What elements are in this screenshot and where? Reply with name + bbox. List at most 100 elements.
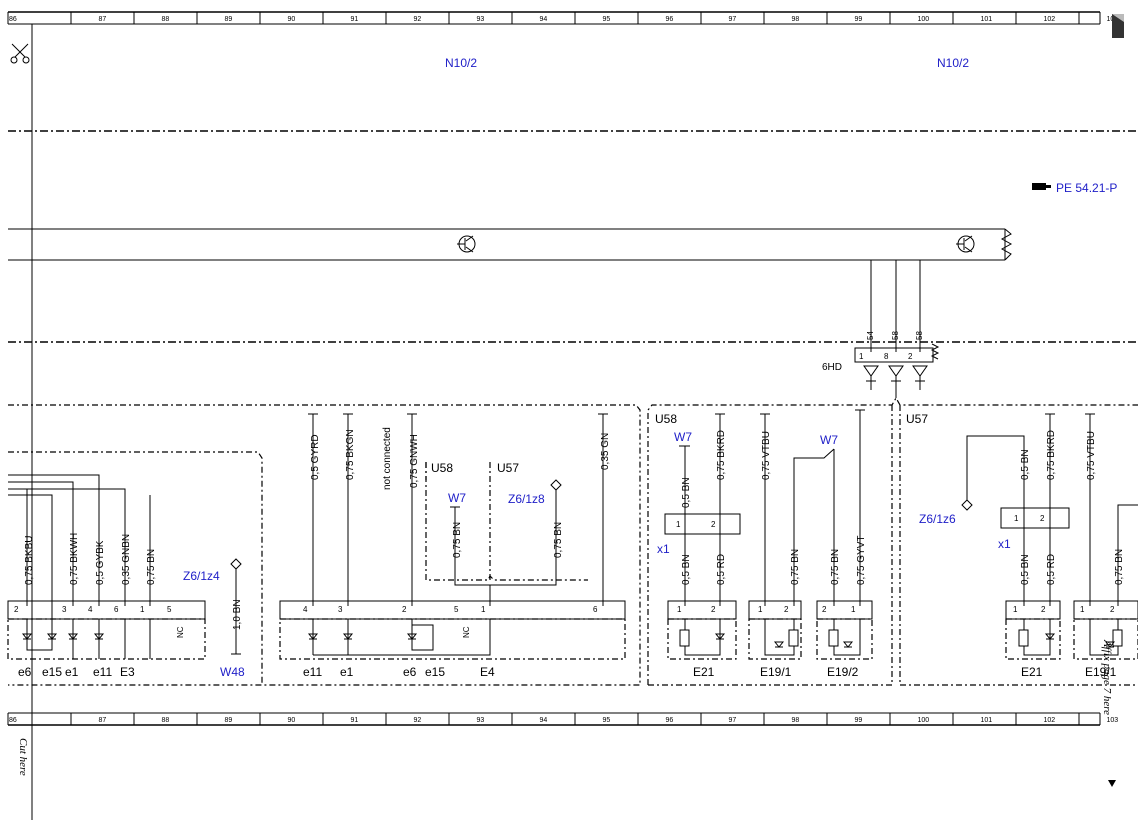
grid-column-label: 94	[540, 16, 548, 23]
wire-label: 0,75 BKRD	[1046, 430, 1057, 480]
ground-label: W48	[220, 665, 245, 679]
pin-number: 4	[88, 605, 93, 614]
wire-label: 0,75 VTBU	[1086, 431, 1097, 480]
e4-block: 0,5 GYRD 0,75 BKGN not connected 0,75 GN…	[279, 413, 626, 679]
controller-label-right: N10/2	[937, 56, 969, 70]
diode-icon	[842, 641, 854, 648]
arrow-down-icon	[1108, 780, 1116, 787]
pin-number: 2	[784, 605, 789, 614]
ground-label: W7	[820, 433, 838, 447]
grid-column-label: 102	[1044, 16, 1056, 23]
diode-icon	[67, 633, 79, 640]
pin-number: 1	[1013, 605, 1018, 614]
pin-number: 2	[1110, 605, 1115, 614]
pin-number: 2	[1040, 514, 1045, 523]
wire-label: 0,75 BN	[553, 522, 564, 558]
diode-icon	[342, 633, 354, 640]
component-label: e1	[340, 665, 354, 679]
wire-label: 58	[891, 331, 900, 340]
affix-page-label: Affix page 7 here	[1101, 639, 1113, 715]
ground-label: W7	[674, 430, 692, 444]
pin-number: 2	[402, 605, 407, 614]
variant-label: U58	[655, 412, 677, 426]
pin-number: 8	[884, 352, 889, 361]
diode-icon	[773, 641, 785, 648]
wire-label: 0,35 GNBN	[121, 534, 132, 585]
pin-number: 3	[338, 605, 343, 614]
grid-column-label: 91	[351, 16, 359, 23]
wire-label: 0,75 BN	[146, 549, 157, 585]
grid-column-label: 94	[540, 717, 548, 724]
pin-number: 2	[822, 605, 827, 614]
diode-icon	[1104, 641, 1116, 648]
grid-column-label: 100	[918, 16, 930, 23]
component-label: E19/1	[1085, 665, 1117, 679]
grid-column-label: 96	[666, 717, 674, 724]
wire-label: 54	[866, 331, 875, 340]
wire-label: 1,0 BN	[232, 599, 243, 630]
wire-label: 0,5 BN	[681, 554, 692, 585]
reference-link[interactable]: PE 54.21-P	[1056, 181, 1117, 195]
component-label: e6	[18, 665, 32, 679]
diode-icon	[46, 633, 58, 640]
page-reference[interactable]: PE 54.21-P	[1032, 181, 1117, 195]
pin-number: 1	[676, 520, 681, 529]
wire-label: 0,75 GYVT	[856, 536, 867, 585]
e3-block: 0,75 BKBU 0,75 BKWH 0,5 GYBK 0,35 GNBN 0…	[7, 474, 245, 679]
variant-label: U57	[906, 412, 928, 426]
group-box-u58	[648, 405, 893, 686]
wire-label: 0,75 BKWH	[69, 533, 80, 585]
can-bus	[8, 228, 1013, 261]
pin-number: 1	[1080, 605, 1085, 614]
wire-label: 0,75 BN	[1114, 549, 1125, 585]
component-label: e1	[65, 665, 79, 679]
wire-label: 0,75 VTBU	[761, 431, 772, 480]
grid-column-label: 89	[225, 717, 233, 724]
component-label: e15	[425, 665, 445, 679]
connector-label: x1	[998, 537, 1011, 551]
grid-column-label: 93	[477, 16, 485, 23]
diode-icon	[406, 633, 418, 640]
nc-label: NC	[176, 626, 185, 638]
wire-label: 0,75 BN	[790, 549, 801, 585]
component-label: E19/2	[827, 665, 859, 679]
page-corner-icon	[1112, 14, 1124, 38]
wire-label: 0,5 BN	[681, 477, 692, 508]
grid-column-label: 92	[414, 16, 422, 23]
diode-icon	[21, 633, 33, 640]
pin-number: 1	[758, 605, 763, 614]
pin-number: 6	[114, 605, 119, 614]
component-label: e15	[42, 665, 62, 679]
wire-label: 0,5 RD	[1046, 554, 1057, 585]
grid-column-label: 101	[981, 16, 993, 23]
grid-column-label: 88	[162, 717, 170, 724]
pin-number: 1	[677, 605, 682, 614]
group-box-u57	[899, 405, 1138, 686]
pin-number: 5	[167, 605, 172, 614]
diode-icon	[714, 633, 726, 640]
u58-block: U58 W7 0,5 BN 0,75 BKRD 1 2 x1 0,5 BN 0,…	[655, 409, 873, 679]
grid-column-label: 96	[666, 16, 674, 23]
splice-label: Z6/1z6	[919, 512, 956, 526]
wire-label: 0,35 GN	[600, 433, 611, 470]
pin-number: 1	[851, 605, 856, 614]
ground-label: W7	[448, 491, 466, 505]
splice-label: Z6/1z4	[183, 569, 220, 583]
wire-label: 0,5 BN	[1020, 554, 1031, 585]
component-label: e11	[303, 665, 322, 679]
connector-label: x1	[657, 542, 670, 556]
pin-number: 2	[1041, 605, 1046, 614]
wire-label: 58	[915, 331, 924, 340]
grid-column-label: 91	[351, 717, 359, 724]
grid-column-label: 100	[918, 717, 930, 724]
pin-number: 2	[14, 605, 19, 614]
wire-label: 0,75 BN	[830, 549, 841, 585]
connector-6hd: 54 58 58 1 8 2 6HD	[822, 260, 940, 398]
grid-column-label: 102	[1044, 717, 1056, 724]
grid-column-label: 98	[792, 717, 800, 724]
grid-column-label: 98	[792, 16, 800, 23]
grid-column-label: 89	[225, 16, 233, 23]
grid-column-label: 86	[9, 16, 17, 23]
